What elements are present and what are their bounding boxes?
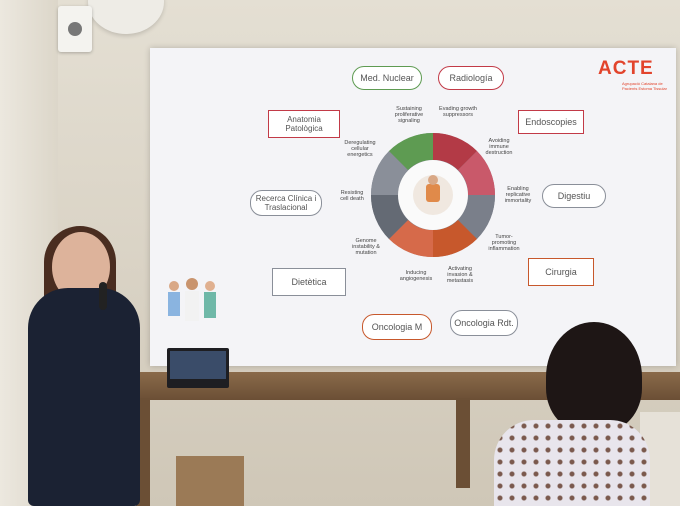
dept-med-nuclear: Med. Nuclear (352, 66, 422, 90)
laptop (167, 348, 229, 388)
hallmark-genome: Genome instability & mutation (352, 238, 380, 256)
attendee-blouse (494, 420, 650, 506)
projection-screen: ACTE Agrupació Catalana de Pacients Esto… (150, 48, 676, 366)
microphone (99, 282, 107, 310)
hallmark-growth: Evading growth suppressors (439, 106, 477, 118)
dept-cirurgia: Cirurgia (528, 258, 594, 286)
wooden-stool (176, 456, 244, 506)
hallmark-angiogenesis: Inducing angiogenesis (399, 270, 433, 282)
care-team-illustration (168, 278, 216, 321)
dept-dietetica: Dietètica (272, 268, 346, 296)
hallmarks-wheel (370, 132, 496, 258)
hallmark-inflammation: Tumor-promoting inflammation (488, 234, 520, 252)
dept-radiologia: Radiología (438, 66, 504, 90)
attendee-hair (546, 322, 642, 432)
hallmark-cell-death: Resisting cell death (340, 190, 364, 202)
dept-anatomia: Anatomia Patològica (268, 110, 340, 138)
hallmark-invasion: Activating invasion & metastasis (446, 266, 474, 284)
wall-speaker (58, 6, 92, 52)
laptop-screen (170, 351, 226, 379)
slide-logo-subtitle: Agrupació Catalana de Pacients Estoma Ti… (622, 81, 667, 91)
presenter-dress (28, 288, 140, 506)
hallmark-immune: Avoiding immune destruction (485, 138, 513, 156)
dept-endoscopies: Endoscopies (518, 110, 584, 134)
dept-digestiu: Digestiu (542, 184, 606, 208)
dept-oncologia-rdt: Oncologia Rdt. (450, 310, 518, 336)
slide-logo: ACTE (598, 58, 654, 79)
dept-recerca: Recerca Clínica i Traslacional (250, 190, 322, 216)
hallmark-proliferative: Sustaining proliferative signaling (394, 106, 424, 124)
table-leg (456, 398, 470, 488)
hallmark-immortality: Enabling replicative immortality (504, 186, 532, 204)
hallmark-energetics: Deregulating cellular energetics (344, 140, 376, 158)
dept-oncologia-m: Oncologia M (362, 314, 432, 340)
